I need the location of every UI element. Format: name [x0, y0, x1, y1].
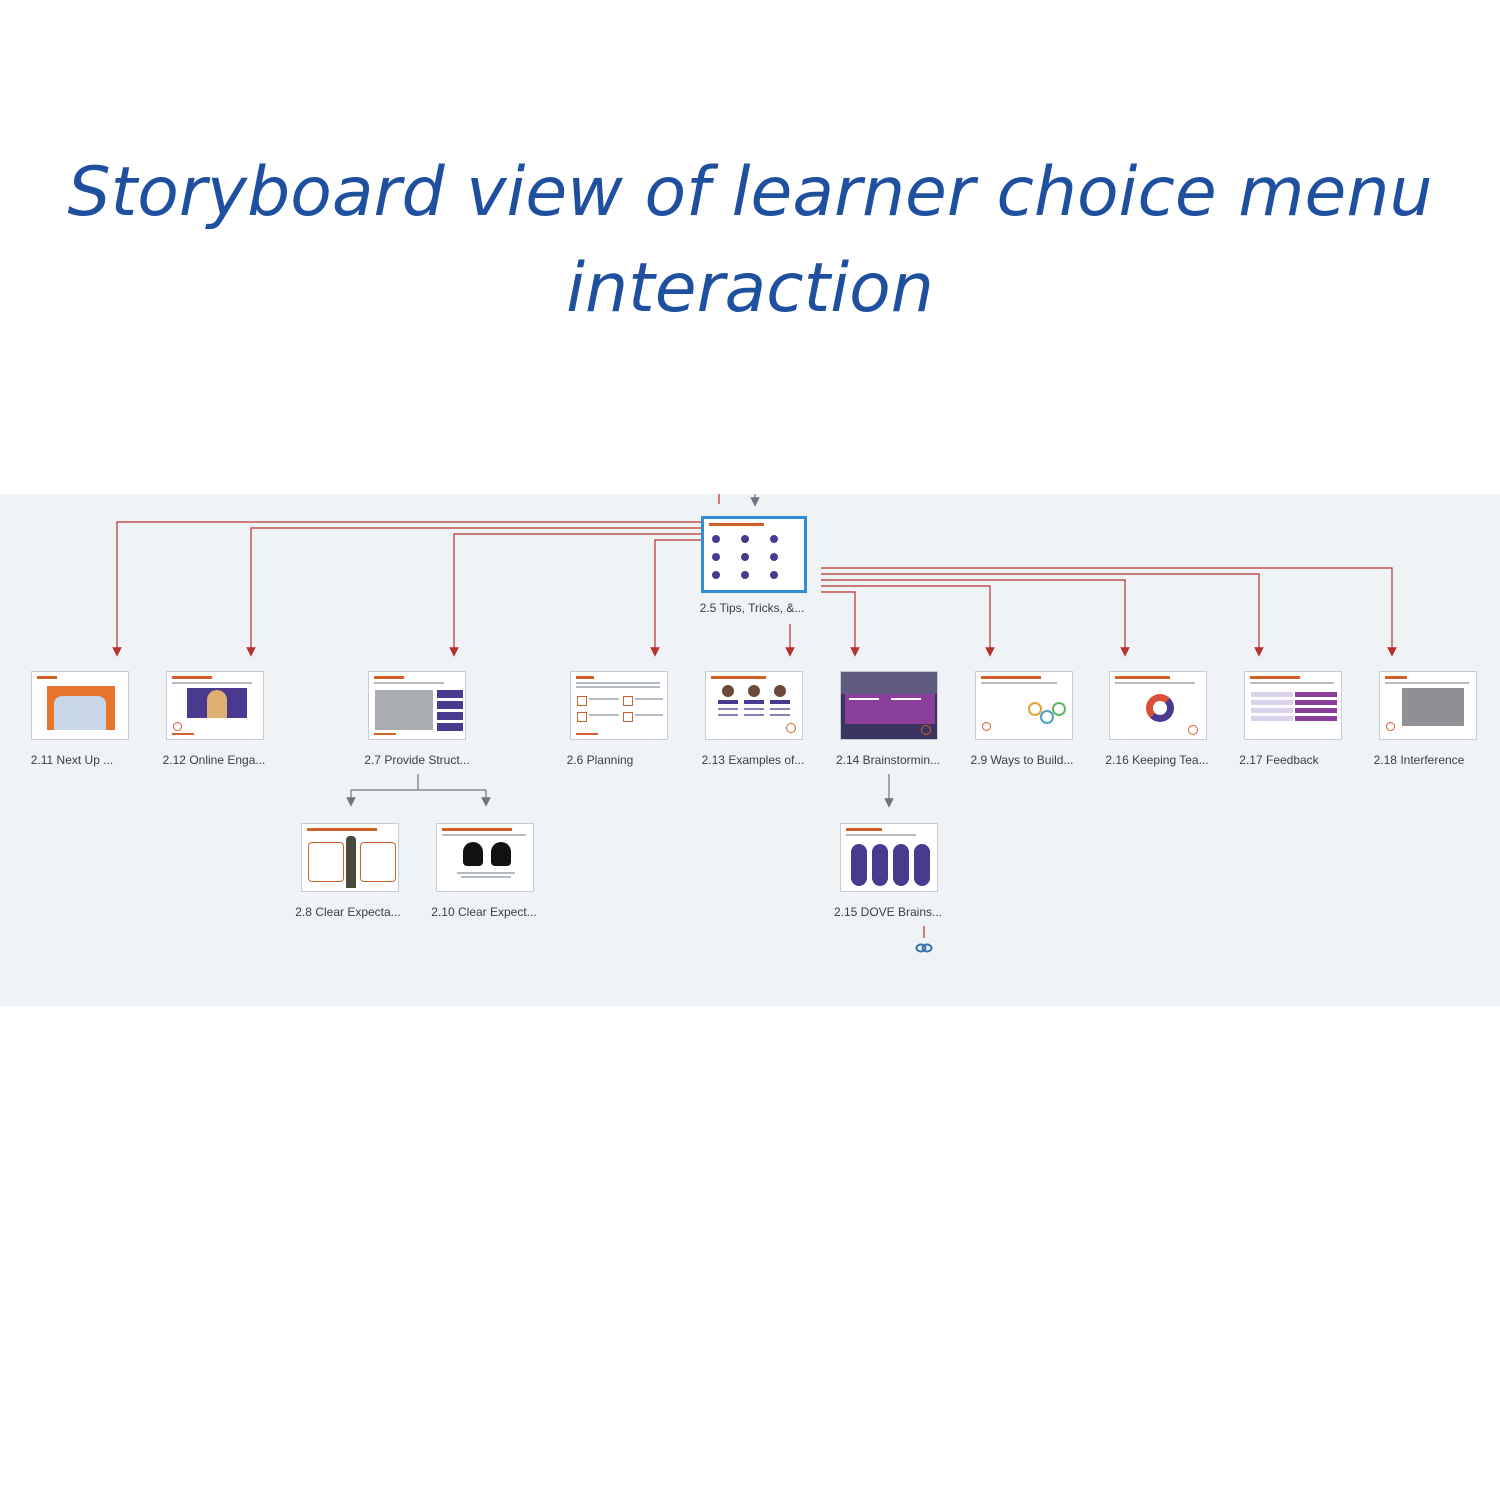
slide-2-15-thumbnail[interactable]: [840, 823, 938, 892]
slide-2-13-thumbnail[interactable]: [705, 671, 803, 740]
title-line-2: interaction: [566, 249, 934, 328]
slide-2-5-label[interactable]: 2.5 Tips, Tricks, &...: [682, 601, 822, 615]
slide-2-16-thumbnail[interactable]: [1109, 671, 1207, 740]
slide-2-8-thumbnail[interactable]: [301, 823, 399, 892]
slide-2-13-label[interactable]: 2.13 Examples of...: [683, 753, 823, 767]
slide-2-12-thumbnail[interactable]: [166, 671, 264, 740]
slide-2-14-thumbnail[interactable]: [840, 671, 938, 740]
slide-2-8-label[interactable]: 2.8 Clear Expecta...: [278, 905, 418, 919]
slide-2-9-thumbnail[interactable]: [975, 671, 1073, 740]
slide-2-7-label[interactable]: 2.7 Provide Struct...: [347, 753, 487, 767]
slide-2-15-label[interactable]: 2.15 DOVE Brains...: [818, 905, 958, 919]
slide-2-18-label[interactable]: 2.18 Interference: [1349, 753, 1489, 767]
slide-2-16-label[interactable]: 2.16 Keeping Tea...: [1087, 753, 1227, 767]
slide-2-17-label[interactable]: 2.17 Feedback: [1209, 753, 1349, 767]
slide-2-7-thumbnail[interactable]: [368, 671, 466, 740]
slide-2-11-thumbnail[interactable]: [31, 671, 129, 740]
title-line-1: Storyboard view of learner choice menu: [67, 153, 1432, 232]
slide-2-10-thumbnail[interactable]: [436, 823, 534, 892]
slide-2-9-label[interactable]: 2.9 Ways to Build...: [952, 753, 1092, 767]
slide-2-10-label[interactable]: 2.10 Clear Expect...: [414, 905, 554, 919]
storyboard-canvas[interactable]: 2.5 Tips, Tricks, &... 2.11 Next Up ... …: [0, 494, 1500, 1006]
slide-2-11-label[interactable]: 2.11 Next Up ...: [2, 753, 142, 767]
slide-2-18-thumbnail[interactable]: [1379, 671, 1477, 740]
slide-2-12-label[interactable]: 2.12 Online Enga...: [144, 753, 284, 767]
page-title: Storyboard view of learner choice menu i…: [0, 145, 1500, 337]
slide-2-14-label[interactable]: 2.14 Brainstormin...: [818, 753, 958, 767]
slide-2-6-label[interactable]: 2.6 Planning: [530, 753, 670, 767]
slide-2-5-thumbnail[interactable]: [701, 516, 807, 593]
slide-2-6-thumbnail[interactable]: [570, 671, 668, 740]
slide-2-17-thumbnail[interactable]: [1244, 671, 1342, 740]
link-chain-icon[interactable]: [915, 942, 933, 954]
